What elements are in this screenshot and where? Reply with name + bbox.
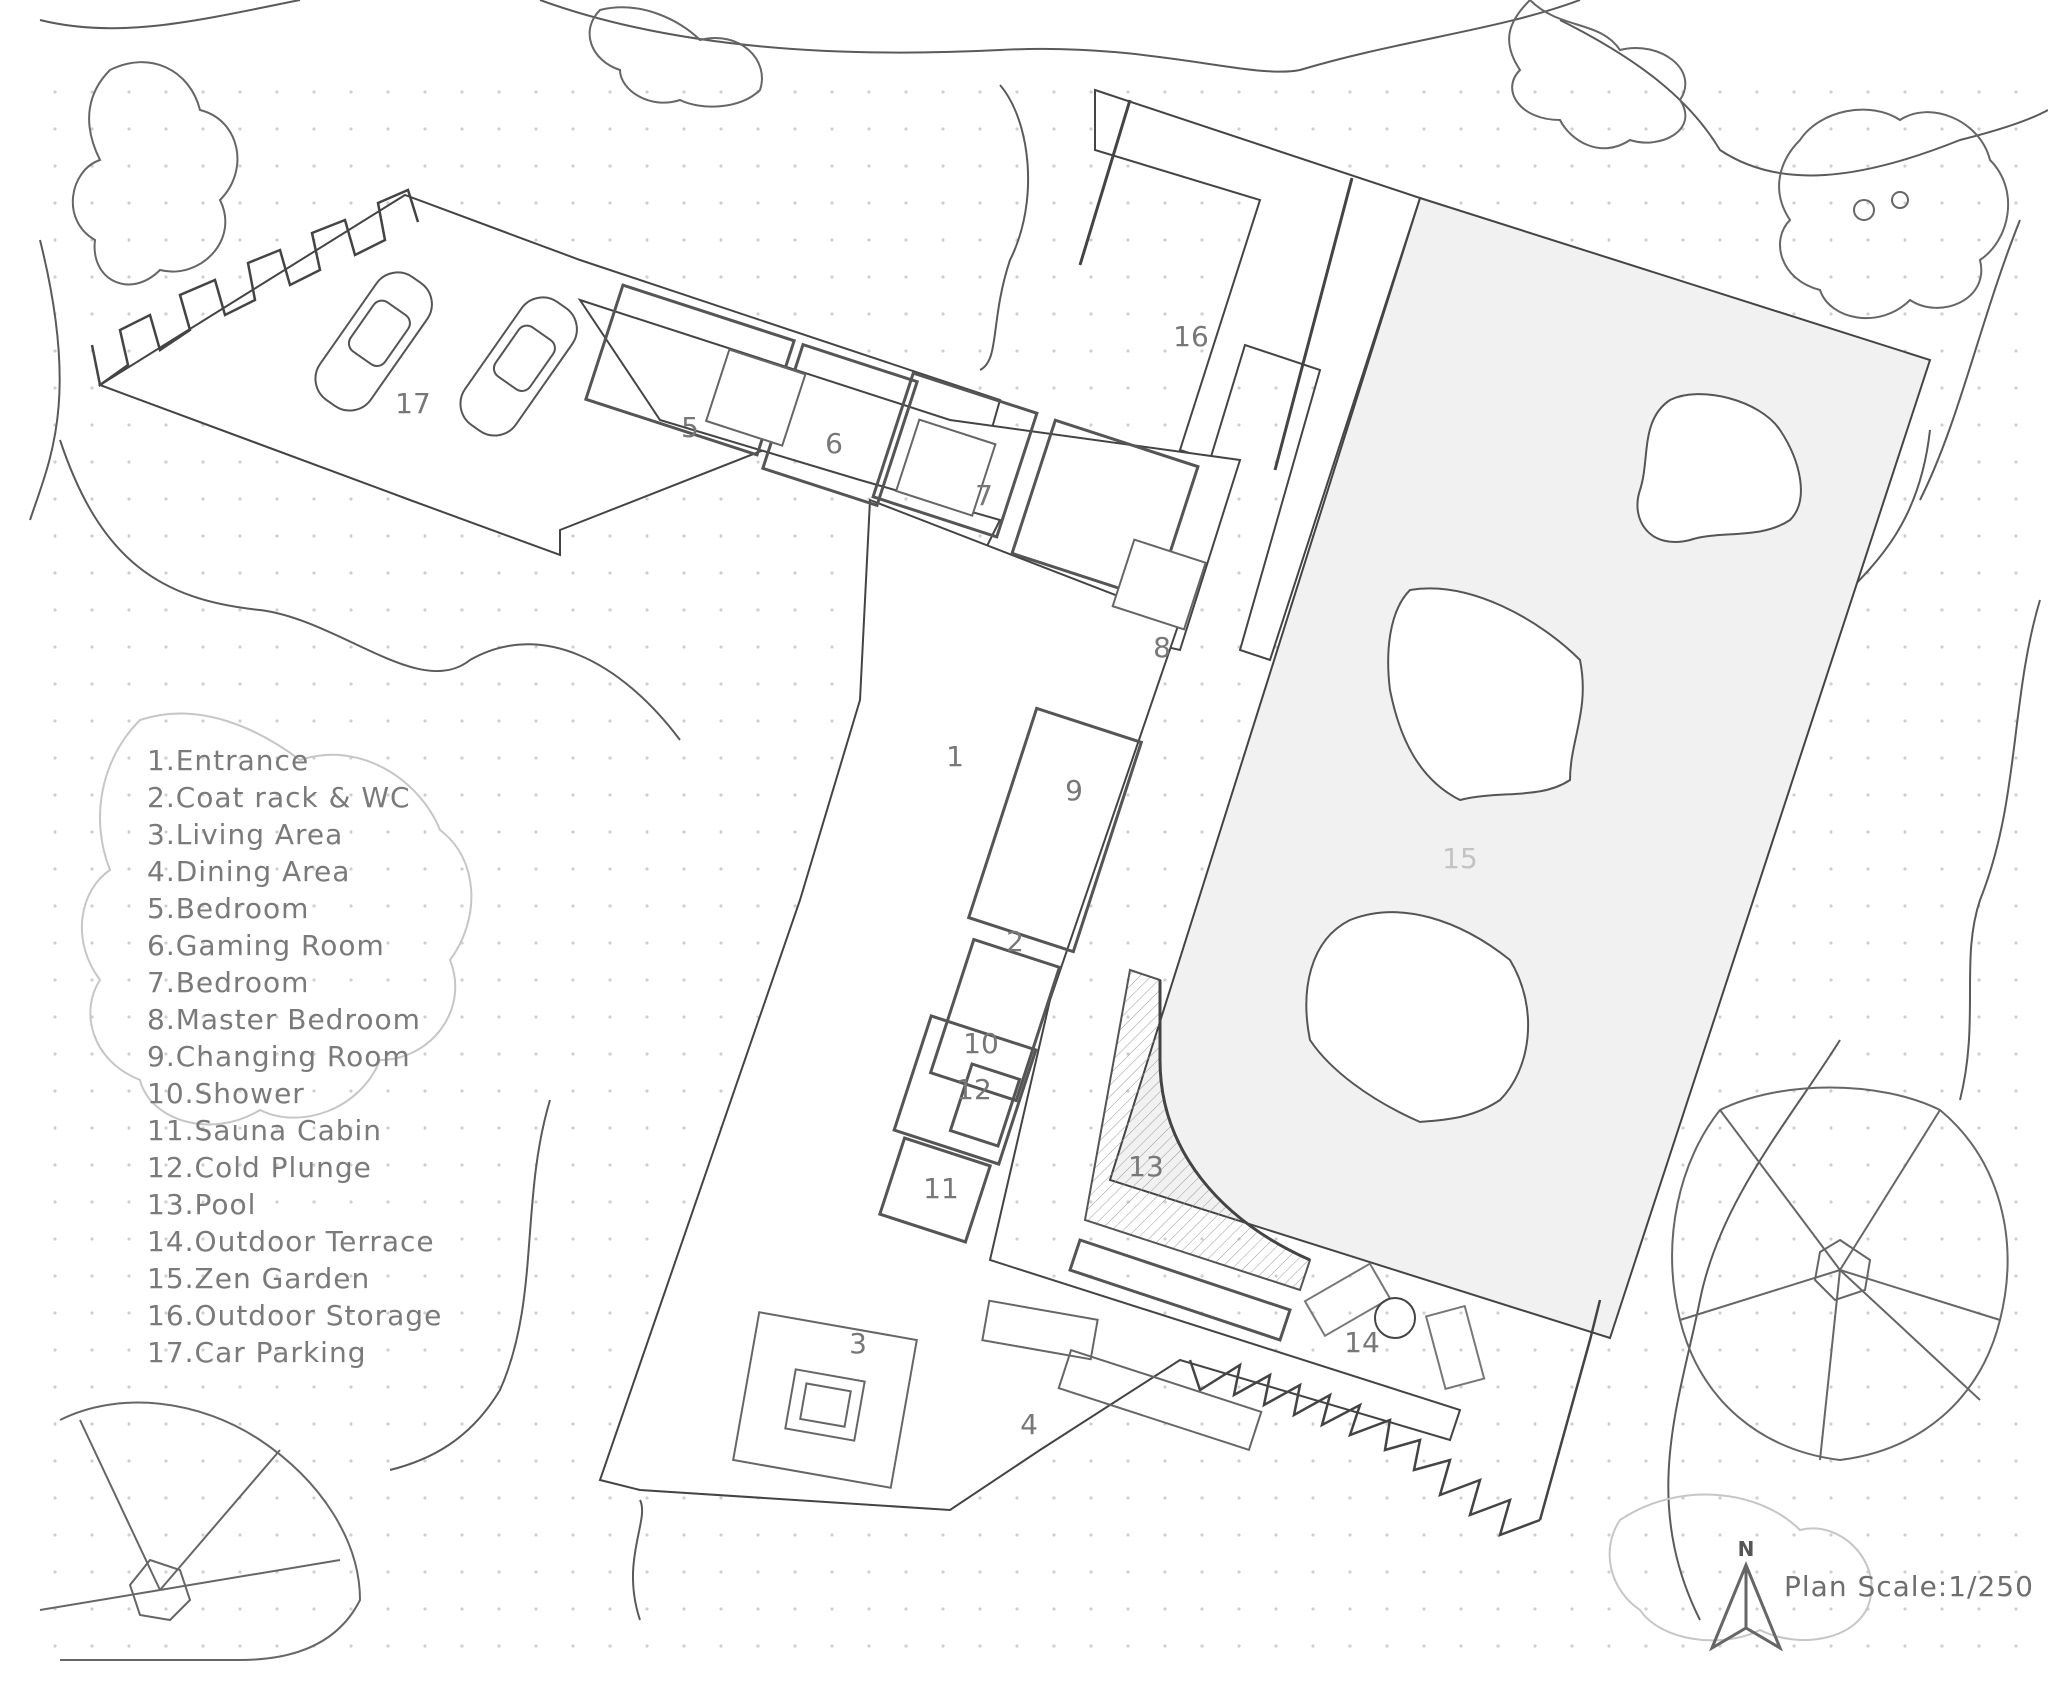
room-label-14: 14 (1344, 1326, 1380, 1359)
legend: 1.Entrance 2.Coat rack & WC 3.Living Are… (147, 742, 442, 1371)
room-label-16: 16 (1173, 320, 1209, 353)
bed-icon (704, 348, 1207, 631)
room-label-3: 3 (849, 1327, 867, 1360)
legend-item: 12.Cold Plunge (147, 1151, 372, 1184)
legend-item: 3.Living Area (147, 818, 344, 851)
terrain-contours (29, 0, 2048, 1621)
room-label-4: 4 (1020, 1408, 1038, 1441)
room-label-15: 15 (1442, 842, 1478, 875)
legend-item: 5.Bedroom (147, 892, 310, 925)
room-label-13: 13 (1128, 1150, 1164, 1183)
room-label-6: 6 (825, 427, 843, 460)
stepped-edges (90, 188, 1602, 1538)
legend-item: 8.Master Bedroom (147, 1003, 421, 1036)
legend-item: 15.Zen Garden (147, 1262, 371, 1295)
legend-item: 4.Dining Area (147, 855, 351, 888)
pool (1083, 968, 1312, 1292)
room-label-5: 5 (681, 411, 699, 444)
plan-scale: Plan Scale:1/250 (1784, 1570, 2034, 1603)
room-label-2: 2 (1006, 925, 1024, 958)
legend-item: 1.Entrance (147, 744, 310, 777)
room-label-8: 8 (1153, 631, 1171, 664)
room-label-9: 9 (1065, 774, 1083, 807)
tree-icon (80, 712, 1873, 1642)
legend-item: 13.Pool (147, 1188, 257, 1221)
legend-item: 6.Gaming Room (147, 929, 385, 962)
legend-item: 14.Outdoor Terrace (147, 1225, 435, 1258)
car-icon (314, 271, 578, 437)
room-label-1: 1 (946, 740, 964, 773)
north-letter: N (1738, 1537, 1755, 1561)
north-arrow-icon: N (1708, 1537, 1784, 1652)
legend-item: 16.Outdoor Storage (147, 1299, 443, 1332)
legend-item: 11.Sauna Cabin (147, 1114, 383, 1147)
legend-item: 7.Bedroom (147, 966, 310, 999)
outdoor-storage (1078, 88, 1422, 662)
room-label-10: 10 (963, 1027, 999, 1060)
room-label-17: 17 (395, 387, 431, 420)
tree-icon (39, 1086, 2009, 1661)
garden-rocks (1305, 393, 1802, 1124)
legend-item: 2.Coat rack & WC (147, 781, 411, 814)
terrace-furniture (1303, 1262, 1486, 1391)
legend-item: 17.Car Parking (147, 1336, 367, 1369)
room-label-12: 12 (956, 1073, 992, 1106)
room-label-7: 7 (975, 479, 993, 512)
tree-icon (71, 0, 2010, 320)
legend-item: 9.Changing Room (147, 1040, 411, 1073)
legend-item: 10.Shower (147, 1077, 305, 1110)
living-furniture (732, 1299, 1263, 1489)
room-label-11: 11 (923, 1172, 959, 1205)
room-labels: 1 2 3 4 5 6 7 8 9 10 11 12 13 14 15 16 1… (395, 320, 1478, 1441)
